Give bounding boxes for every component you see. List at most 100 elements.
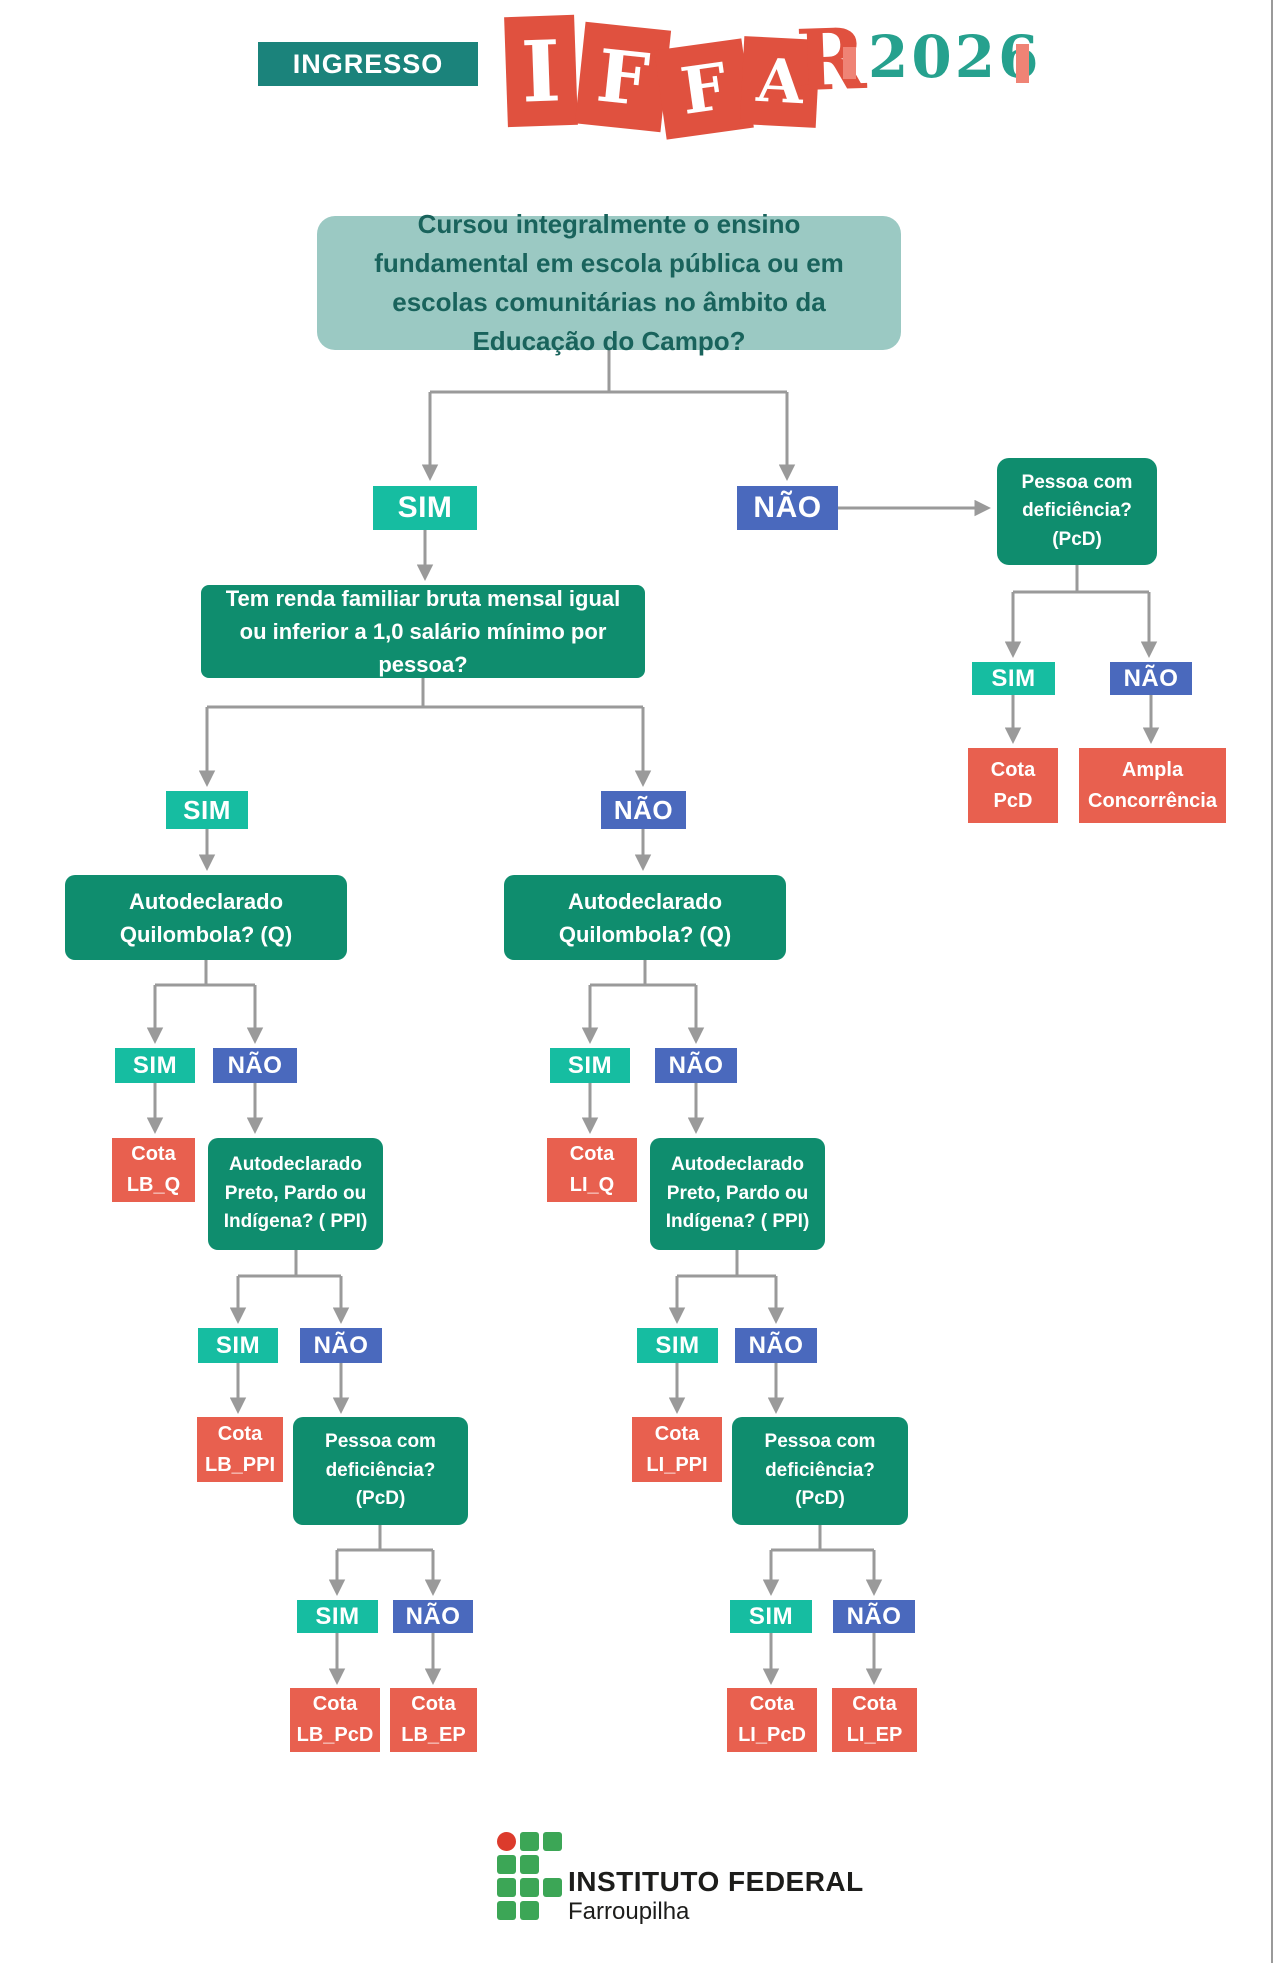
result-text: Cota LB_PcD bbox=[296, 1693, 374, 1746]
logo-square bbox=[520, 1855, 539, 1874]
result-cota-li-ppi: Cota LI_PPI bbox=[632, 1417, 722, 1482]
result-cota-lb-q: Cota LB_Q bbox=[112, 1138, 195, 1202]
answer-text: NÃO bbox=[405, 1602, 461, 1630]
institution-name: INSTITUTO FEDERAL bbox=[568, 1866, 864, 1897]
ingresso-banner: INGRESSO bbox=[258, 42, 478, 86]
connector bbox=[155, 960, 255, 987]
question-ppi-li: Autodeclarado Preto, Pardo ou Indígena? … bbox=[650, 1138, 825, 1250]
connector bbox=[238, 1250, 341, 1278]
connector bbox=[430, 350, 787, 394]
result-cota-lb-ppi: Cota LB_PPI bbox=[197, 1417, 283, 1482]
instituto-federal-logo bbox=[497, 1832, 587, 1922]
question-text: Autodeclarado Quilombola? (Q) bbox=[119, 888, 293, 947]
logo-tile-f1: F bbox=[574, 21, 672, 133]
connector bbox=[207, 678, 643, 709]
result-cota-pcd: Cota PcD bbox=[968, 748, 1058, 823]
logo-square bbox=[520, 1878, 539, 1897]
answer-income-yes: SIM bbox=[166, 791, 248, 829]
connector bbox=[771, 1525, 874, 1552]
answer-text: SIM bbox=[567, 1051, 613, 1079]
connector bbox=[337, 1525, 433, 1552]
answer-quilombola-lb-yes: SIM bbox=[115, 1048, 195, 1083]
question-text: Tem renda familiar bruta mensal igual ou… bbox=[225, 586, 621, 677]
answer-quilombola-lb-no: NÃO bbox=[213, 1048, 297, 1083]
answer-text: SIM bbox=[748, 1602, 794, 1630]
answer-ppi-li-yes: SIM bbox=[637, 1328, 718, 1363]
logo-square bbox=[520, 1901, 539, 1920]
answer-pcd-li-no: NÃO bbox=[833, 1600, 915, 1633]
question-text: Autodeclarado Quilombola? (Q) bbox=[558, 888, 732, 947]
result-text: Ampla Concorrência bbox=[1088, 758, 1217, 812]
answer-text: SIM bbox=[655, 1331, 700, 1359]
answer-ppi-lb-yes: SIM bbox=[198, 1328, 278, 1363]
result-text: Cota LB_Q bbox=[126, 1143, 181, 1196]
logo-square bbox=[497, 1878, 516, 1897]
logo-tile-f2: F bbox=[654, 38, 754, 140]
logo-square bbox=[520, 1832, 539, 1851]
logo-dot bbox=[497, 1832, 516, 1851]
result-cota-lb-ep: Cota LB_EP bbox=[390, 1688, 477, 1752]
result-text: Cota PcD bbox=[990, 758, 1036, 812]
page-edge-line bbox=[1271, 0, 1273, 1963]
logo-square bbox=[543, 1878, 562, 1897]
result-cota-li-ep: Cota LI_EP bbox=[832, 1688, 917, 1752]
logo-square bbox=[497, 1855, 516, 1874]
logo-tile-i: I bbox=[504, 14, 578, 128]
answer-text: SIM bbox=[215, 1331, 261, 1359]
answer-income-no: NÃO bbox=[601, 791, 686, 829]
result-text: Cota LI_Q bbox=[569, 1143, 615, 1196]
result-ampla-concorrencia: Ampla Concorrência bbox=[1079, 748, 1226, 823]
answer-pcd-lb-no: NÃO bbox=[393, 1600, 473, 1633]
question-ppi-lb: Autodeclarado Preto, Pardo ou Indígena? … bbox=[208, 1138, 383, 1250]
answer-text: NÃO bbox=[313, 1331, 369, 1359]
result-text: Cota LB_PPI bbox=[204, 1422, 276, 1476]
answer-text: NÃO bbox=[748, 1331, 804, 1359]
question-pcd-right: Pessoa com deficiência? (PcD) bbox=[997, 458, 1157, 565]
answer-text: SIM bbox=[397, 491, 453, 524]
logo-bar-left bbox=[843, 47, 856, 79]
answer-pcd-right-no: NÃO bbox=[1110, 662, 1192, 695]
answer-text: SIM bbox=[991, 664, 1036, 692]
logo-square bbox=[497, 1901, 516, 1920]
answer-text: SIM bbox=[183, 794, 231, 825]
answer-text: NÃO bbox=[1123, 664, 1179, 692]
logo-bar-right bbox=[1016, 44, 1029, 83]
answer-text: NÃO bbox=[613, 794, 674, 825]
answer-pcd-li-yes: SIM bbox=[730, 1600, 812, 1633]
answer-text: NÃO bbox=[668, 1051, 724, 1079]
answer-text: NÃO bbox=[227, 1051, 283, 1079]
answer-text: SIM bbox=[132, 1051, 178, 1079]
answer-pcd-right-yes: SIM bbox=[972, 662, 1055, 695]
question-pcd-lb: Pessoa com deficiência? (PcD) bbox=[293, 1417, 468, 1525]
connector bbox=[590, 960, 696, 987]
question-quilombola-lb: Autodeclarado Quilombola? (Q) bbox=[65, 875, 347, 960]
question-quilombola-li: Autodeclarado Quilombola? (Q) bbox=[504, 875, 786, 960]
connector bbox=[677, 1250, 776, 1278]
question-school: Cursou integralmente o ensino fundamenta… bbox=[317, 209, 901, 356]
answer-ppi-li-no: NÃO bbox=[735, 1328, 817, 1363]
result-text: Cota LI_PcD bbox=[738, 1693, 806, 1746]
result-text: Cota LB_EP bbox=[401, 1693, 466, 1746]
answer-ppi-lb-no: NÃO bbox=[300, 1328, 382, 1363]
logo-letter: F bbox=[676, 48, 732, 130]
question-text: Pessoa com deficiência? (PcD) bbox=[1021, 471, 1133, 550]
answer-school-yes: SIM bbox=[373, 486, 477, 530]
result-text: Cota LI_EP bbox=[846, 1693, 903, 1746]
answer-text: NÃO bbox=[846, 1602, 902, 1630]
answer-text: NÃO bbox=[753, 491, 822, 524]
result-text: Cota LI_PPI bbox=[646, 1422, 708, 1476]
question-text: Autodeclarado Preto, Pardo ou Indígena? … bbox=[223, 1154, 368, 1233]
answer-text: SIM bbox=[315, 1602, 360, 1630]
iffar-2026-logo: I F F A R 2026 bbox=[0, 0, 1273, 140]
result-cota-li-q: Cota LI_Q bbox=[547, 1138, 637, 1202]
question-text: Autodeclarado Preto, Pardo ou Indígena? … bbox=[665, 1154, 810, 1233]
answer-school-no: NÃO bbox=[737, 486, 838, 530]
campus-name: Farroupilha bbox=[568, 1898, 690, 1925]
result-cota-lb-pcd: Cota LB_PcD bbox=[290, 1688, 380, 1752]
ingresso-label: INGRESSO bbox=[292, 48, 444, 79]
question-text: Pessoa com deficiência? (PcD) bbox=[764, 1431, 876, 1510]
result-cota-li-pcd: Cota LI_PcD bbox=[727, 1688, 817, 1752]
answer-quilombola-li-no: NÃO bbox=[655, 1048, 737, 1083]
answer-pcd-lb-yes: SIM bbox=[297, 1600, 378, 1633]
